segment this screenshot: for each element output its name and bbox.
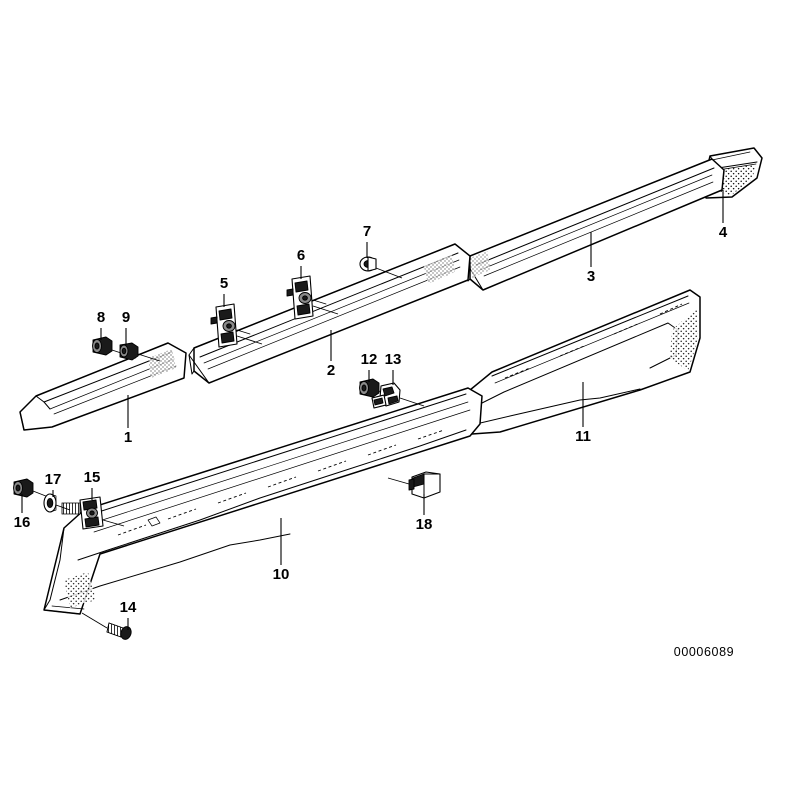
callout-label-6: 6 [297,247,305,264]
part-3-rear-door-molding [465,158,725,291]
callout-label-16: 16 [14,514,31,531]
part-12-hex-nut [359,378,393,398]
callout-label-7: 7 [363,223,371,240]
callout-label-2: 2 [327,362,335,379]
part-6-clip-bracket [286,275,339,320]
callout-label-13: 13 [385,351,402,368]
callout-labels: 1 2 3 4 5 6 7 8 9 10 11 12 13 14 15 16 1… [14,223,728,616]
callout-label-10: 10 [273,566,290,583]
callout-leaders [21,190,724,630]
callout-label-1: 1 [124,429,132,446]
callout-label-8: 8 [97,309,105,326]
part-9-washer-nut [119,342,161,362]
callout-label-12: 12 [361,351,378,368]
part-1-front-side-molding [19,342,187,431]
callout-label-3: 3 [587,268,595,285]
part-10-clip-slots [117,429,445,536]
part-5-clip-bracket [210,303,263,348]
part-11-clip-slots [504,303,683,379]
part-10-front-rocker-panel [43,387,483,615]
callout-label-18: 18 [416,516,433,533]
part-17-washer [43,493,71,513]
callout-label-14: 14 [120,599,137,616]
part-13-retaining-clip [371,382,425,409]
diagram-id-code: 00006089 [674,645,734,659]
callout-label-5: 5 [220,275,228,292]
part-7-hex-nut [359,256,403,279]
part-8-hex-nut [92,336,137,359]
part-18-clip [387,471,441,499]
callout-label-11: 11 [575,428,591,445]
callout-label-15: 15 [84,469,101,486]
callout-label-4: 4 [719,224,728,241]
part-14-screw [81,612,132,640]
callout-label-17: 17 [45,471,62,488]
part-11-rear-rocker-panel [469,289,701,435]
part-15-mounting-bracket [61,496,125,530]
callout-label-9: 9 [122,309,130,326]
